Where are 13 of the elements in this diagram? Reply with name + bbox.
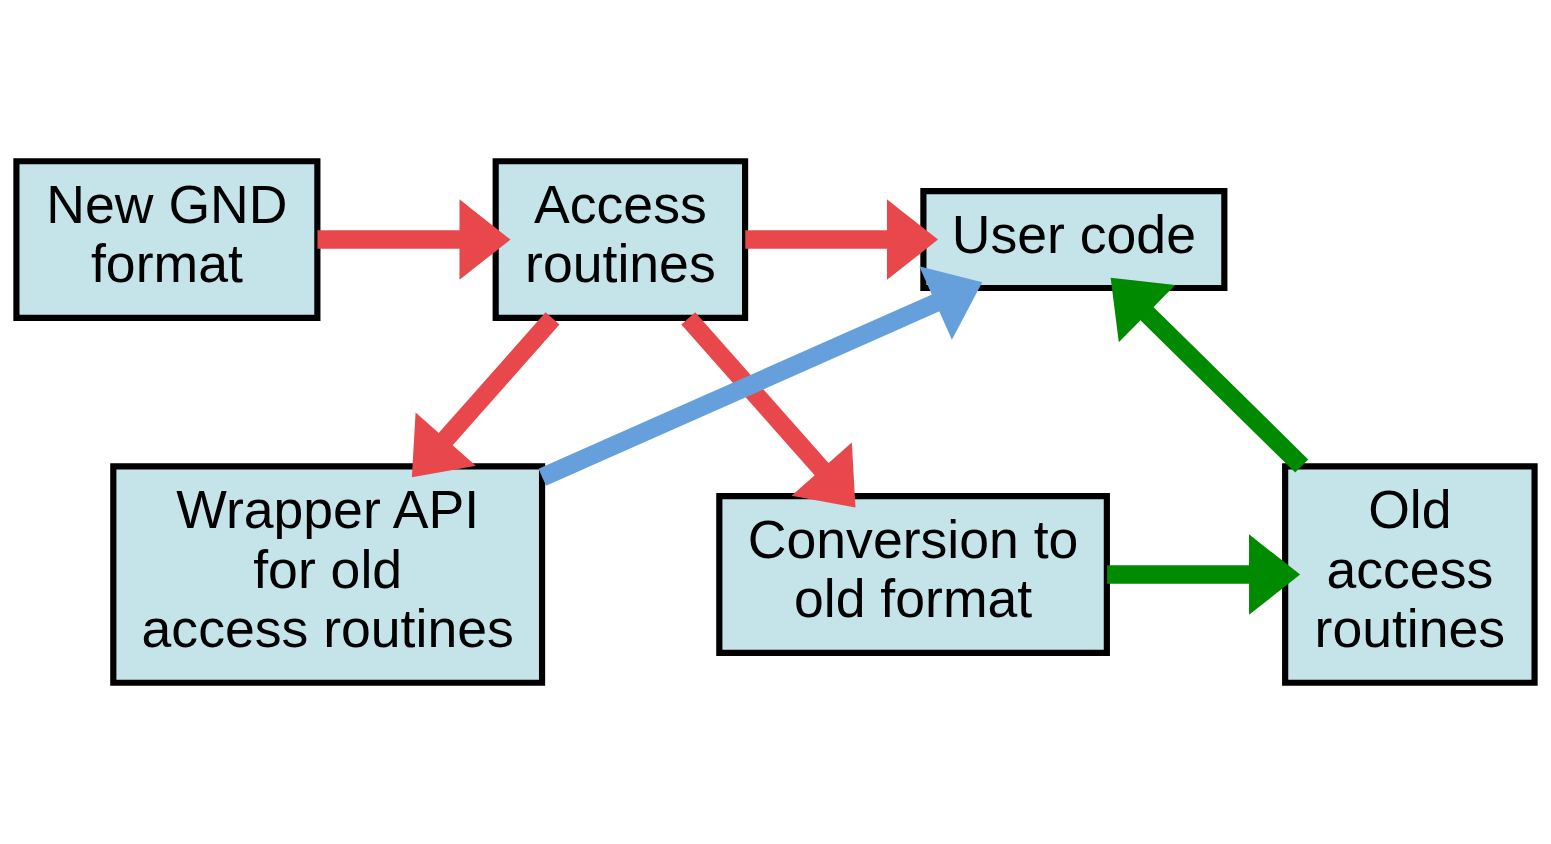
arrow xyxy=(1107,534,1301,615)
node-box: Old access routines xyxy=(1282,463,1538,686)
arrow xyxy=(411,312,560,478)
node-box: Access routines xyxy=(492,158,749,321)
arrow xyxy=(745,199,939,280)
node-box: Conversion to old format xyxy=(716,493,1110,656)
arrow xyxy=(681,312,856,508)
node-box: User code xyxy=(920,188,1228,292)
arrow xyxy=(317,199,511,280)
node-box: Wrapper API for old access routines xyxy=(110,463,546,686)
arrow xyxy=(1110,277,1309,473)
node-box: New GND format xyxy=(13,158,321,321)
arrow xyxy=(538,266,983,486)
